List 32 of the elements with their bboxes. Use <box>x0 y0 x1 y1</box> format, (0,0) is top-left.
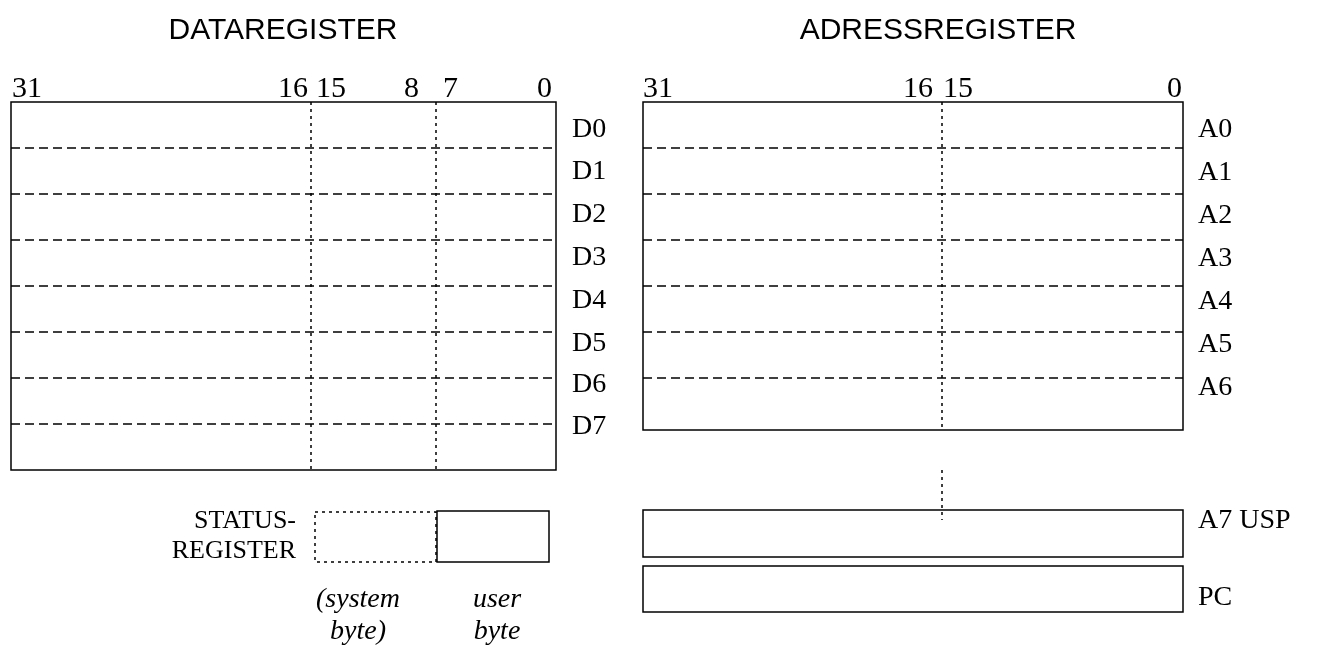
bit-number: 0 <box>537 70 552 105</box>
bit-number: 15 <box>943 70 973 105</box>
register-name: A2 <box>1198 198 1233 231</box>
bit-number: 0 <box>1167 70 1182 105</box>
register-heading: DATAREGISTER <box>167 12 399 47</box>
bit-number: 16 <box>278 70 308 105</box>
bit-number: 31 <box>643 70 673 105</box>
bit-number: 15 <box>316 70 346 105</box>
register-name: D2 <box>572 197 607 230</box>
register-name: A6 <box>1198 370 1233 403</box>
register-name: STATUS- REGISTER <box>170 505 296 565</box>
register-name: A7 USP <box>1198 503 1291 536</box>
register-name: D4 <box>572 283 607 316</box>
register-name: A0 <box>1198 112 1233 145</box>
register-name: D5 <box>572 326 607 359</box>
register-name: D6 <box>572 367 607 400</box>
register-name: A4 <box>1198 284 1233 317</box>
register-heading: ADRESSREGISTER <box>798 12 1078 47</box>
register-name: A5 <box>1198 327 1233 360</box>
register-name: D0 <box>572 112 607 145</box>
bit-number: 7 <box>443 70 458 105</box>
bit-number: 31 <box>12 70 42 105</box>
bit-number: 16 <box>903 70 933 105</box>
register-name: PC <box>1198 580 1233 613</box>
register-name: D7 <box>572 409 607 442</box>
register-name: D3 <box>572 240 607 273</box>
byte-caption: user byte <box>471 582 523 647</box>
register-name: A3 <box>1198 241 1233 274</box>
register-name: D1 <box>572 154 607 187</box>
register-name: A1 <box>1198 155 1233 188</box>
byte-caption: (system byte) <box>315 582 401 647</box>
bit-number: 8 <box>404 70 419 105</box>
